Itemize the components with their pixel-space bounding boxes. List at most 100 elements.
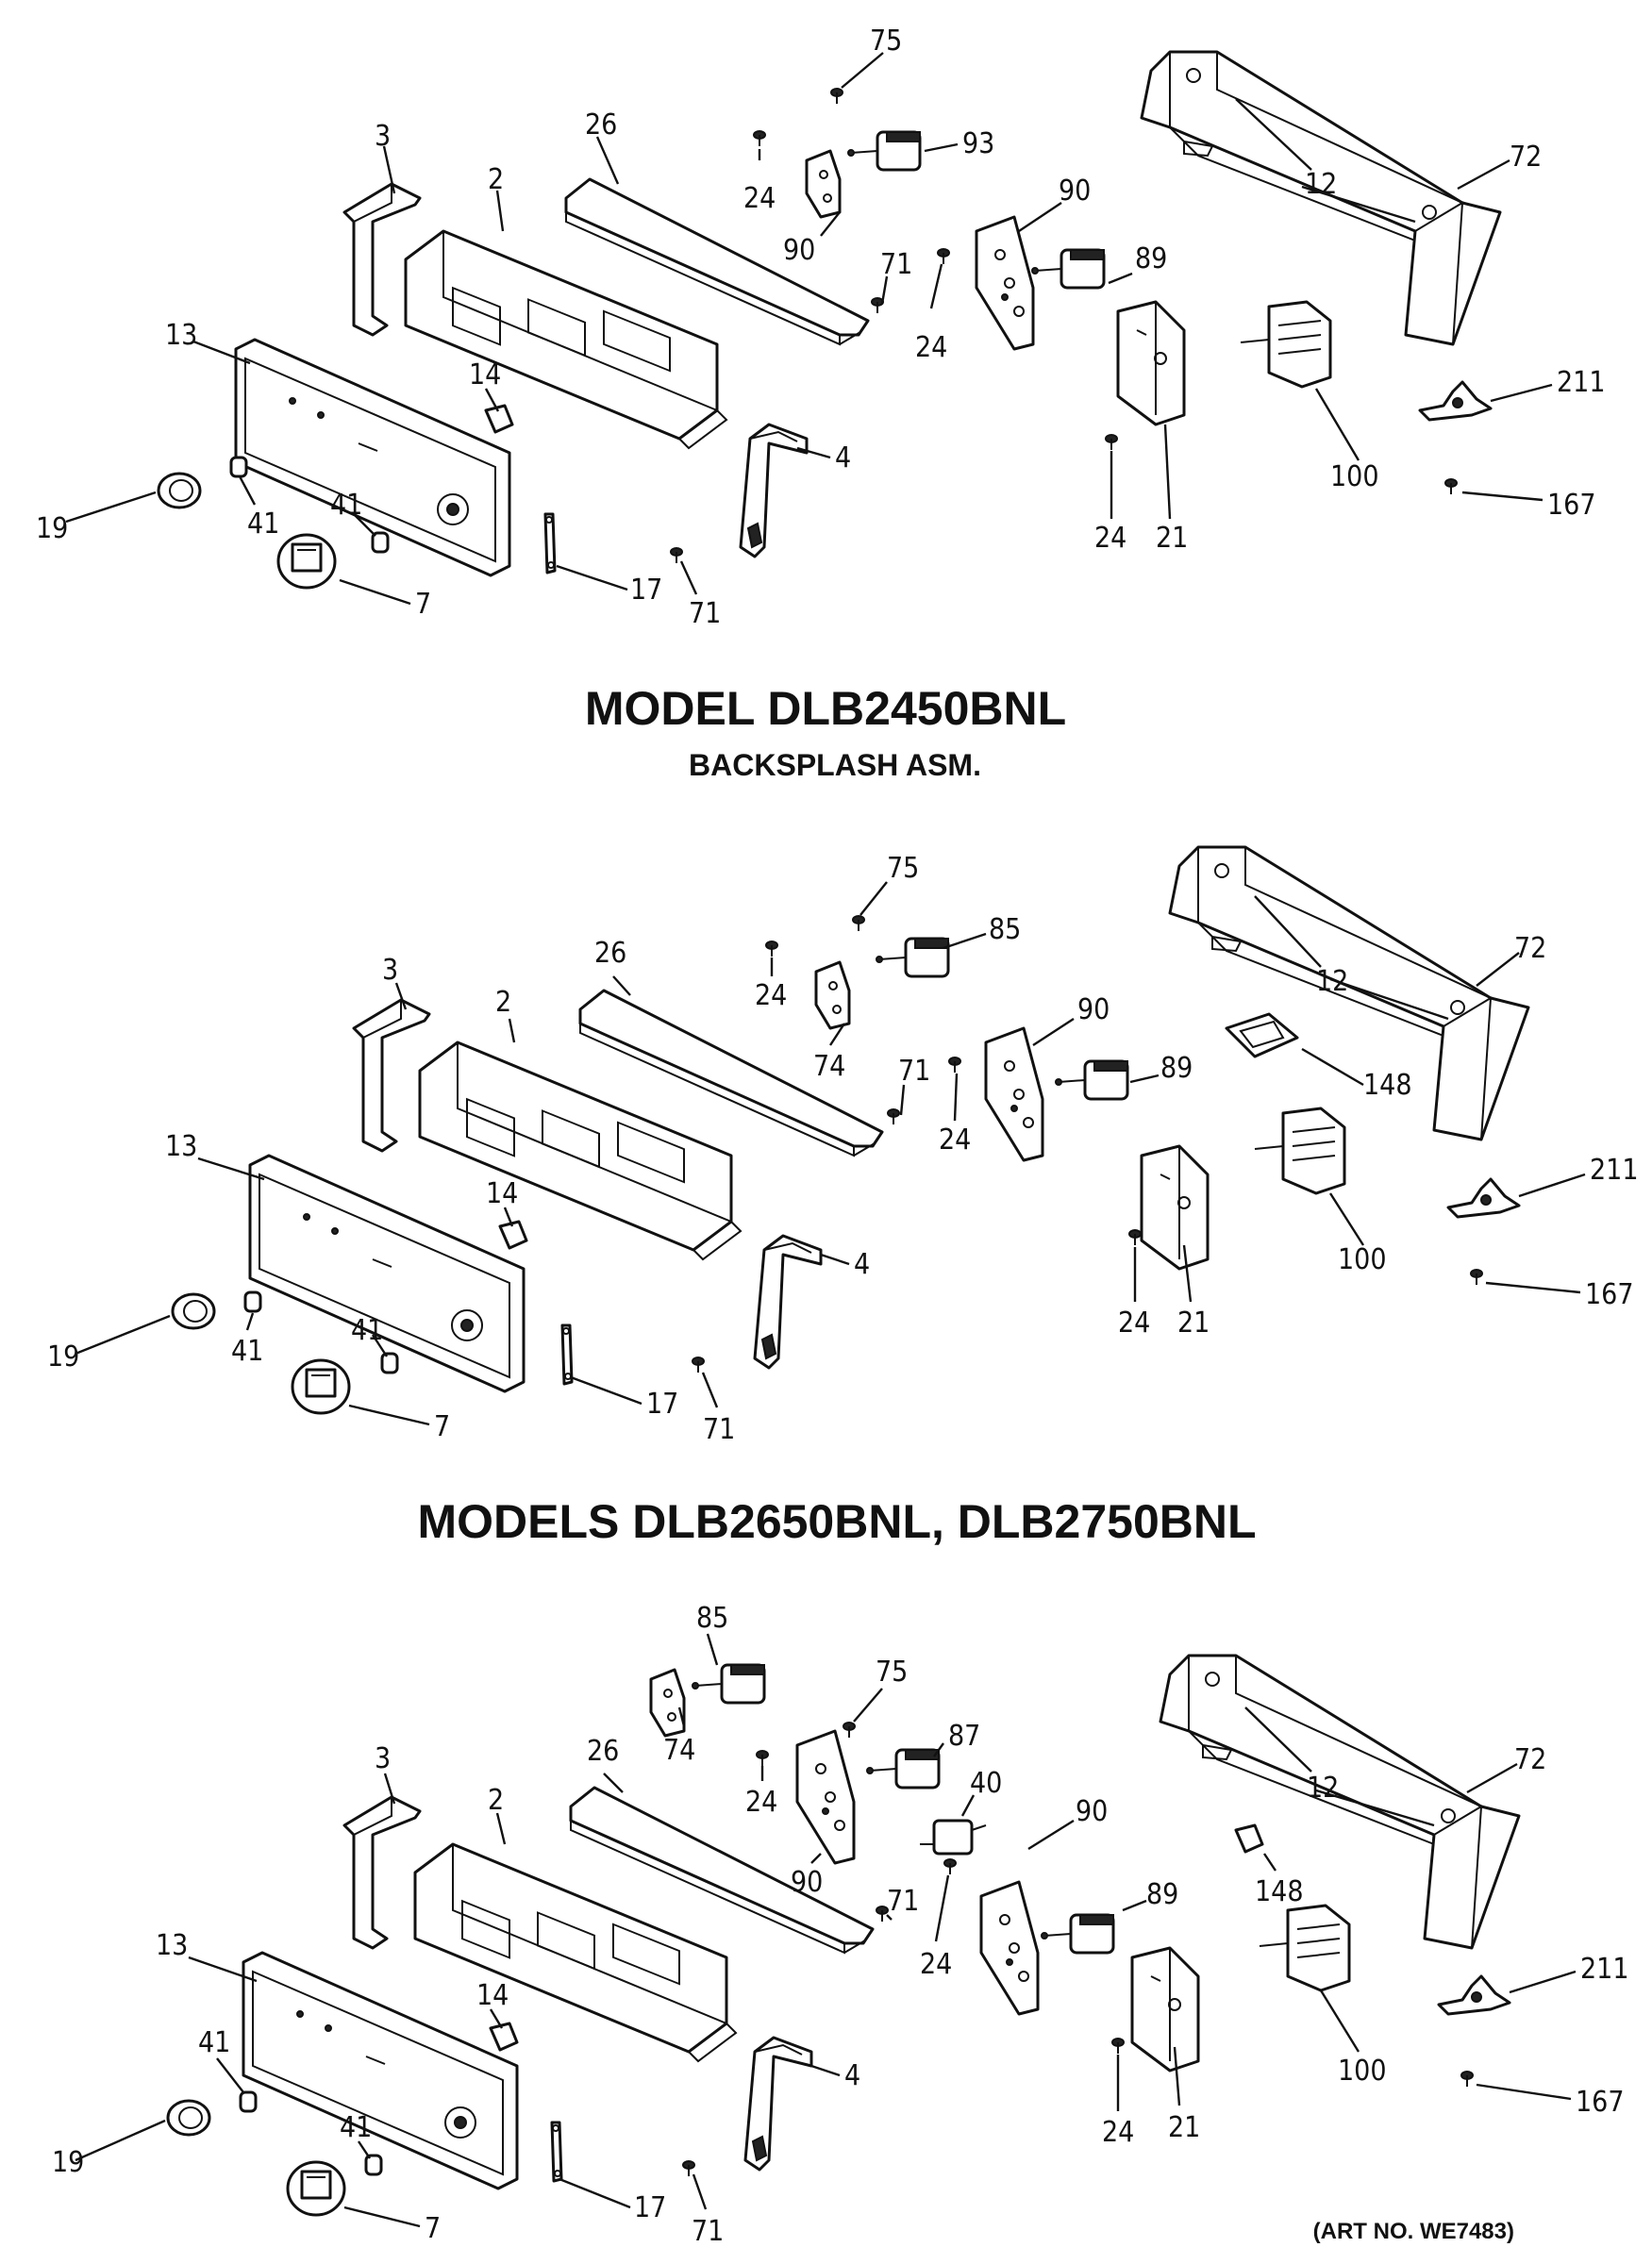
callout: 21 xyxy=(1177,1307,1210,1340)
callout: 7 xyxy=(425,2212,441,2245)
callout: 87 xyxy=(948,1720,980,1753)
callout: 71 xyxy=(692,2215,724,2248)
callout: 17 xyxy=(630,574,662,607)
callout: 71 xyxy=(703,1413,735,1446)
callout-labels: 75 24 85 26 3 2 74 90 71 24 89 12 72 148… xyxy=(47,852,1639,1446)
art-number: (ART NO. WE7483) xyxy=(1313,2219,1514,2244)
callout: 7 xyxy=(434,1410,450,1443)
callout: 41 xyxy=(340,2111,372,2144)
leader-lines xyxy=(75,1633,1577,2228)
callout: 19 xyxy=(52,2146,84,2179)
callout: 41 xyxy=(351,1314,383,1347)
callout: 2 xyxy=(488,163,504,196)
callout: 71 xyxy=(689,597,721,630)
callout: 89 xyxy=(1146,1878,1178,1911)
callout: 13 xyxy=(156,1929,188,1962)
callout: 4 xyxy=(854,1248,870,1281)
callout: 24 xyxy=(743,182,776,215)
callout: 90 xyxy=(1076,1795,1108,1828)
callout: 90 xyxy=(791,1866,823,1899)
callout: 3 xyxy=(382,954,398,987)
callout: 24 xyxy=(755,979,787,1012)
callout: 100 xyxy=(1338,2055,1387,2088)
heading-model-2: MODELS DLB2650BNL, DLB2750BNL xyxy=(417,1495,1256,1548)
callout: 26 xyxy=(594,937,626,970)
callout: 24 xyxy=(939,1124,971,1157)
callout: 3 xyxy=(375,1742,391,1775)
callout: 4 xyxy=(835,441,851,474)
callout: 4 xyxy=(844,2059,860,2092)
callout: 93 xyxy=(962,127,994,160)
callout: 3 xyxy=(375,120,391,153)
callout: 12 xyxy=(1307,1772,1339,1805)
callout: 12 xyxy=(1316,965,1348,998)
leader-lines xyxy=(65,52,1553,606)
callout: 26 xyxy=(587,1735,619,1768)
diagram-section-2: 75 24 85 26 3 2 74 90 71 24 89 12 72 148… xyxy=(47,845,1639,1446)
diagram-section-1: 75 24 93 26 3 2 90 90 71 24 89 12 72 13 … xyxy=(36,25,1606,630)
callout: 40 xyxy=(970,1767,1002,1800)
callout: 41 xyxy=(247,508,279,541)
callout: 17 xyxy=(646,1388,678,1421)
callout: 14 xyxy=(486,1177,518,1210)
callout: 90 xyxy=(1059,175,1091,208)
callout: 2 xyxy=(488,1784,504,1817)
callout: 100 xyxy=(1338,1243,1387,1276)
callout: 24 xyxy=(1102,2116,1134,2149)
callout: 24 xyxy=(920,1948,952,1981)
callout: 72 xyxy=(1510,141,1542,174)
callout: 72 xyxy=(1514,932,1546,965)
callout-labels: 75 24 93 26 3 2 90 90 71 24 89 12 72 13 … xyxy=(36,25,1606,630)
callout: 211 xyxy=(1580,1953,1629,1986)
callout: 71 xyxy=(880,248,912,281)
callout: 19 xyxy=(36,512,68,545)
heading-subtitle: BACKSPLASH ASM. xyxy=(689,748,981,782)
callout: 26 xyxy=(585,108,617,142)
callout: 14 xyxy=(476,1979,509,2012)
callout-labels: 85 75 74 87 26 3 2 24 90 40 90 89 12 72 … xyxy=(52,1602,1629,2248)
callout: 75 xyxy=(876,1656,908,1689)
callout: 12 xyxy=(1305,168,1337,201)
heading-model-1: MODEL DLB2450BNL xyxy=(585,682,1066,735)
callout: 13 xyxy=(165,319,197,352)
callout: 17 xyxy=(634,2191,666,2224)
callout: 13 xyxy=(165,1130,197,1163)
callout: 21 xyxy=(1168,2111,1200,2144)
callout: 211 xyxy=(1557,366,1606,399)
callout: 14 xyxy=(469,358,501,391)
callout: 21 xyxy=(1156,522,1188,555)
callout: 75 xyxy=(887,852,919,885)
callout: 24 xyxy=(1118,1307,1150,1340)
callout: 85 xyxy=(989,913,1021,946)
callout: 167 xyxy=(1585,1278,1634,1311)
callout: 148 xyxy=(1363,1069,1412,1102)
callout: 89 xyxy=(1135,242,1167,275)
callout: 71 xyxy=(898,1055,930,1088)
leader-lines xyxy=(75,881,1586,1426)
callout: 89 xyxy=(1160,1052,1193,1085)
callout: 100 xyxy=(1330,460,1379,493)
callout: 90 xyxy=(1077,993,1110,1026)
callout: 74 xyxy=(663,1734,695,1767)
diagram-section-3: 85 75 74 87 26 3 2 24 90 40 90 89 12 72 … xyxy=(52,1602,1629,2248)
callout: 90 xyxy=(783,234,815,267)
callout: 71 xyxy=(887,1885,919,1918)
callout: 211 xyxy=(1590,1154,1639,1187)
callout: 19 xyxy=(47,1340,79,1373)
callout: 75 xyxy=(870,25,902,58)
callout: 7 xyxy=(415,588,431,621)
callout: 24 xyxy=(1094,522,1126,555)
callout: 41 xyxy=(330,489,362,522)
callout: 24 xyxy=(745,1786,777,1819)
callout: 41 xyxy=(198,2026,230,2059)
callout: 167 xyxy=(1547,489,1596,522)
callout: 24 xyxy=(915,331,947,364)
callout: 85 xyxy=(696,1602,728,1635)
callout: 2 xyxy=(495,986,511,1019)
callout: 41 xyxy=(231,1335,263,1368)
callout: 74 xyxy=(813,1050,845,1083)
callout: 72 xyxy=(1514,1743,1546,1776)
callout: 148 xyxy=(1255,1875,1304,1908)
callout: 167 xyxy=(1576,2086,1625,2119)
